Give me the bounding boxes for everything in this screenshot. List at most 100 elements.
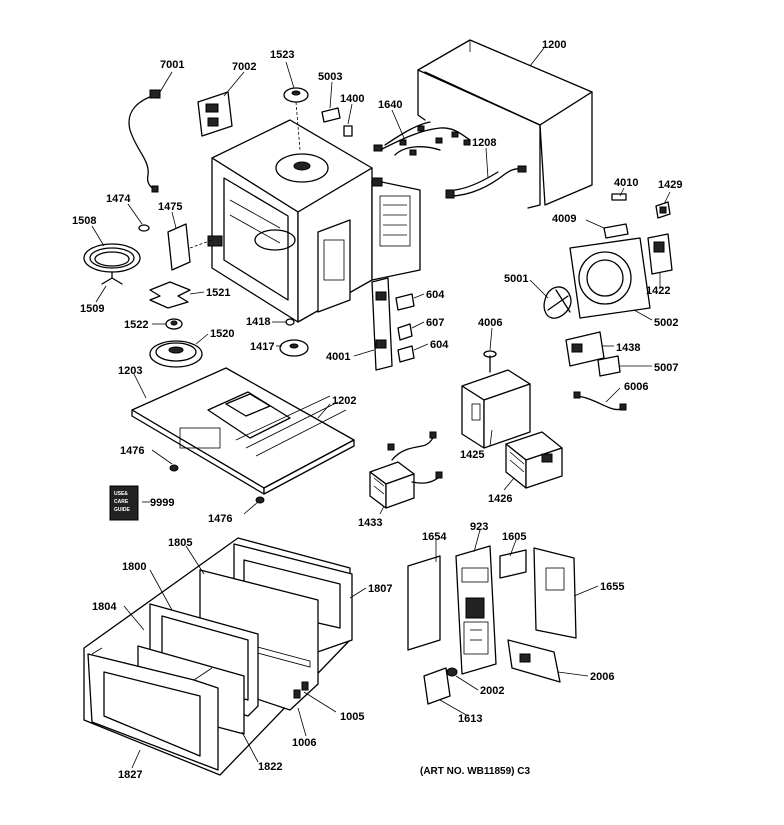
label-1208: 1208 bbox=[472, 137, 496, 149]
label-607: 607 bbox=[426, 317, 444, 329]
label-4009: 4009 bbox=[552, 213, 576, 225]
motor-1417 bbox=[279, 339, 309, 357]
switch-604a bbox=[395, 293, 415, 311]
part-6006 bbox=[573, 391, 627, 411]
label-1800: 1800 bbox=[122, 561, 146, 573]
part-5007 bbox=[597, 355, 621, 377]
motor-1523 bbox=[283, 87, 309, 151]
label-1523: 1523 bbox=[270, 49, 294, 61]
label-1417: 1417 bbox=[250, 341, 274, 353]
booklet-line-2: CARE bbox=[114, 499, 129, 505]
part-1521 bbox=[149, 281, 191, 309]
label-1203: 1203 bbox=[118, 365, 142, 377]
part-1429 bbox=[655, 201, 671, 219]
wire-harness-1640 bbox=[373, 121, 471, 156]
label-1425: 1425 bbox=[460, 449, 484, 461]
door-assembly bbox=[83, 537, 353, 776]
label-2006: 2006 bbox=[590, 671, 614, 683]
switch-607 bbox=[397, 323, 413, 341]
label-1805: 1805 bbox=[168, 537, 192, 549]
label-1200: 1200 bbox=[542, 39, 566, 51]
label-1005: 1005 bbox=[340, 711, 364, 723]
label-1613: 1613 bbox=[458, 713, 482, 725]
label-4001: 4001 bbox=[326, 351, 350, 363]
label-5003: 5003 bbox=[318, 71, 342, 83]
label-1202: 1202 bbox=[332, 395, 356, 407]
label-1822: 1822 bbox=[258, 761, 282, 773]
outer-case bbox=[417, 39, 593, 209]
fan-assembly bbox=[529, 233, 673, 319]
art-number: (ART NO. WB11859) C3 bbox=[420, 766, 530, 777]
part-1475 bbox=[167, 223, 213, 271]
control-panel bbox=[407, 545, 577, 705]
magnetron-1426 bbox=[505, 431, 563, 489]
oven-cavity bbox=[207, 119, 421, 323]
part-4010 bbox=[611, 193, 627, 201]
label-1422: 1422 bbox=[646, 285, 670, 297]
label-1508: 1508 bbox=[72, 215, 96, 227]
label-1520: 1520 bbox=[210, 328, 234, 340]
label-5007: 5007 bbox=[654, 362, 678, 374]
label-7001: 7001 bbox=[160, 59, 184, 71]
interlock-4001 bbox=[371, 277, 393, 371]
part-1474 bbox=[138, 224, 150, 232]
label-1521: 1521 bbox=[206, 287, 230, 299]
label-1522: 1522 bbox=[124, 319, 148, 331]
switch-604b bbox=[397, 345, 415, 363]
part-1400 bbox=[343, 125, 353, 137]
label-1418: 1418 bbox=[246, 316, 270, 328]
label-1006: 1006 bbox=[292, 737, 316, 749]
screw-4006 bbox=[483, 350, 497, 373]
label-5001: 5001 bbox=[504, 273, 528, 285]
label-1807: 1807 bbox=[368, 583, 392, 595]
part-labels: 7001 7002 1523 5003 1400 1640 1200 1208 … bbox=[72, 39, 682, 781]
label-1804: 1804 bbox=[92, 601, 117, 613]
label-1400: 1400 bbox=[340, 93, 364, 105]
label-1605: 1605 bbox=[502, 531, 526, 543]
coupler-1509 bbox=[101, 271, 123, 285]
label-1640: 1640 bbox=[378, 99, 402, 111]
label-1426: 1426 bbox=[488, 493, 512, 505]
part-1418 bbox=[285, 318, 295, 326]
turntable-drive-1520 bbox=[149, 340, 203, 368]
board-7002 bbox=[197, 91, 233, 137]
label-2002: 2002 bbox=[480, 685, 504, 697]
label-9999: 9999 bbox=[150, 497, 174, 509]
label-1438: 1438 bbox=[616, 342, 640, 354]
label-1655: 1655 bbox=[600, 581, 624, 593]
use-and-care-guide: USE& CARE GUIDE bbox=[109, 485, 139, 521]
part-4009 bbox=[603, 223, 629, 239]
label-7002: 7002 bbox=[232, 61, 256, 73]
label-604b: 604 bbox=[430, 339, 449, 351]
hub-1522 bbox=[165, 318, 183, 330]
label-1429: 1429 bbox=[658, 179, 682, 191]
label-5002: 5002 bbox=[654, 317, 678, 329]
label-923: 923 bbox=[470, 521, 488, 533]
leader-lines bbox=[91, 47, 671, 769]
transformer-1433 bbox=[369, 431, 443, 509]
label-6006: 6006 bbox=[624, 381, 648, 393]
label-1433: 1433 bbox=[358, 517, 382, 529]
power-cord-1208 bbox=[445, 165, 527, 199]
harness-7001 bbox=[128, 89, 161, 193]
label-1509: 1509 bbox=[80, 303, 104, 315]
label-1475: 1475 bbox=[158, 201, 182, 213]
label-1474: 1474 bbox=[106, 193, 131, 205]
label-604a: 604 bbox=[426, 289, 445, 301]
bracket-1425 bbox=[461, 369, 531, 449]
booklet-line-3: GUIDE bbox=[114, 507, 131, 513]
label-4010: 4010 bbox=[614, 177, 638, 189]
label-4006: 4006 bbox=[478, 317, 502, 329]
roller-ring-1508 bbox=[83, 243, 141, 273]
label-1476a: 1476 bbox=[120, 445, 144, 457]
label-1654: 1654 bbox=[422, 531, 447, 543]
part-5003 bbox=[321, 107, 341, 123]
booklet-line-1: USE& bbox=[114, 491, 128, 497]
base-plate bbox=[131, 367, 355, 495]
foot-1476a bbox=[169, 464, 179, 472]
part-1438 bbox=[565, 331, 605, 367]
foot-1476b bbox=[255, 496, 265, 504]
label-1476b: 1476 bbox=[208, 513, 232, 525]
label-1827: 1827 bbox=[118, 769, 142, 781]
